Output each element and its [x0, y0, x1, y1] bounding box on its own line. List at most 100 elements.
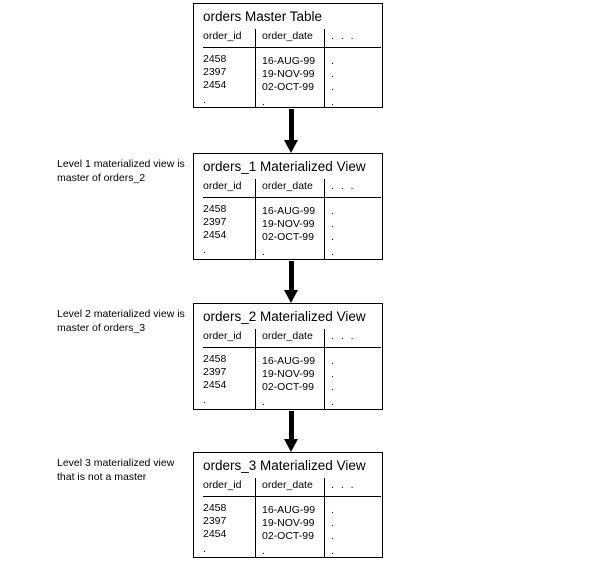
mini-table-orders-1: order_id order_date . . . 2458 16-AUG-99…	[203, 179, 381, 259]
mini-table-header-row: order_id order_date . . .	[203, 29, 376, 45]
cell-ellipsis: .	[331, 355, 334, 367]
cell-ellipsis: .	[331, 530, 334, 542]
column-header-order-id: order_id	[203, 180, 242, 192]
caption-orders-3: Level 3 materialized view that is not a …	[57, 457, 192, 484]
cell-ellipsis: .	[331, 81, 334, 93]
cell-order-date: 16-AUG-99	[262, 55, 316, 67]
cell-order-date: 02-OCT-99	[262, 381, 314, 393]
column-divider-1	[255, 329, 256, 409]
mini-table-header-row: order_id order_date . . .	[203, 478, 376, 494]
column-divider-2	[324, 478, 325, 557]
caption-line-2: master of orders_2	[57, 171, 146, 184]
arrow-shaft	[289, 261, 294, 290]
cell-ellipsis: .	[331, 517, 334, 529]
cell-order-id: 2458	[203, 53, 227, 65]
cell-order-id: .	[203, 394, 206, 406]
cell-ellipsis: .	[331, 68, 334, 80]
cell-order-id: 2458	[203, 203, 227, 215]
mini-table-header-row: order_id order_date . . .	[203, 329, 376, 345]
caption-orders-2: Level 2 materialized view is master of o…	[57, 308, 192, 335]
entity-box-orders-1: orders_1 Materialized View order_id orde…	[193, 153, 383, 260]
column-header-order-id: order_id	[203, 30, 242, 42]
arrow-shaft	[289, 411, 294, 439]
cell-order-date: 02-OCT-99	[262, 231, 314, 243]
arrow-orders-2-to-orders-3	[284, 411, 299, 452]
cell-order-date: .	[262, 96, 265, 108]
column-header-order-id: order_id	[203, 330, 242, 342]
cell-order-date: 19-NOV-99	[262, 368, 315, 380]
box-title-orders-master: orders Master Table	[203, 9, 323, 24]
cell-order-date: 16-AUG-99	[262, 205, 316, 217]
column-header-ellipsis: . . .	[331, 30, 356, 42]
cell-ellipsis: .	[331, 396, 334, 408]
arrow-orders-1-to-orders-2	[284, 261, 299, 303]
cell-ellipsis: .	[331, 246, 334, 258]
column-divider-1	[255, 179, 256, 259]
cell-order-date: .	[262, 545, 265, 557]
box-title-orders-1: orders_1 Materialized View	[203, 159, 366, 174]
column-divider-1	[255, 29, 256, 107]
cell-ellipsis: .	[331, 381, 334, 393]
entity-box-orders-master: orders Master Table order_id order_date …	[193, 3, 383, 108]
cell-order-id: 2397	[203, 366, 227, 378]
column-divider-1	[255, 478, 256, 557]
cell-order-date: 19-NOV-99	[262, 68, 315, 80]
entity-box-orders-3: orders_3 Materialized View order_id orde…	[193, 452, 383, 558]
arrow-head-icon	[284, 439, 298, 452]
arrow-head-icon	[284, 140, 298, 153]
cell-order-id: .	[203, 94, 206, 106]
mini-table-header-row: order_id order_date . . .	[203, 179, 376, 195]
cell-order-id: .	[203, 543, 206, 555]
cell-order-id: 2454	[203, 528, 227, 540]
mini-table-orders-3: order_id order_date . . . 2458 16-AUG-99…	[203, 478, 381, 557]
arrow-master-to-orders-1	[284, 109, 299, 153]
caption-line-1: Level 1 materialized view is	[57, 158, 185, 170]
cell-ellipsis: .	[331, 205, 334, 217]
cell-order-date: 19-NOV-99	[262, 517, 315, 529]
mini-table-orders-2: order_id order_date . . . 2458 16-AUG-99…	[203, 329, 381, 409]
arrow-shaft	[289, 109, 294, 140]
cell-order-id: 2454	[203, 229, 227, 241]
caption-line-1: Level 3 materialized view	[57, 457, 175, 469]
column-divider-2	[324, 29, 325, 107]
column-header-order-date: order_date	[262, 30, 313, 42]
header-underline	[203, 496, 381, 497]
column-divider-2	[324, 329, 325, 409]
cell-order-id: 2458	[203, 353, 227, 365]
caption-orders-1: Level 1 materialized view is master of o…	[57, 158, 192, 185]
caption-line-2: that is not a master	[57, 470, 147, 483]
cell-ellipsis: .	[331, 218, 334, 230]
cell-order-id: 2397	[203, 216, 227, 228]
column-header-order-date: order_date	[262, 479, 313, 491]
cell-ellipsis: .	[331, 55, 334, 67]
column-header-ellipsis: . . .	[331, 479, 356, 491]
cell-order-date: 16-AUG-99	[262, 504, 316, 516]
column-divider-2	[324, 179, 325, 259]
column-header-ellipsis: . . .	[331, 180, 356, 192]
header-underline	[203, 47, 381, 48]
caption-line-1: Level 2 materialized view is	[57, 308, 185, 320]
mini-table-orders-master: order_id order_date . . . 2458 16-AUG-99…	[203, 29, 381, 108]
cell-order-id: 2397	[203, 66, 227, 78]
column-header-order-date: order_date	[262, 330, 313, 342]
column-header-order-date: order_date	[262, 180, 313, 192]
cell-ellipsis: .	[331, 545, 334, 557]
cell-order-id: 2454	[203, 379, 227, 391]
caption-line-2: master of orders_3	[57, 321, 146, 334]
cell-order-date: 02-OCT-99	[262, 81, 314, 93]
header-underline	[203, 347, 381, 348]
cell-order-id: 2458	[203, 502, 227, 514]
cell-order-id: 2454	[203, 79, 227, 91]
cell-ellipsis: .	[331, 504, 334, 516]
entity-box-orders-2: orders_2 Materialized View order_id orde…	[193, 303, 383, 410]
box-title-orders-3: orders_3 Materialized View	[203, 458, 366, 473]
box-title-orders-2: orders_2 Materialized View	[203, 309, 366, 324]
cell-ellipsis: .	[331, 368, 334, 380]
header-underline	[203, 197, 381, 198]
cell-order-date: 02-OCT-99	[262, 530, 314, 542]
column-header-ellipsis: . . .	[331, 330, 356, 342]
arrow-head-icon	[284, 290, 298, 303]
column-header-order-id: order_id	[203, 479, 242, 491]
cell-ellipsis: .	[331, 231, 334, 243]
